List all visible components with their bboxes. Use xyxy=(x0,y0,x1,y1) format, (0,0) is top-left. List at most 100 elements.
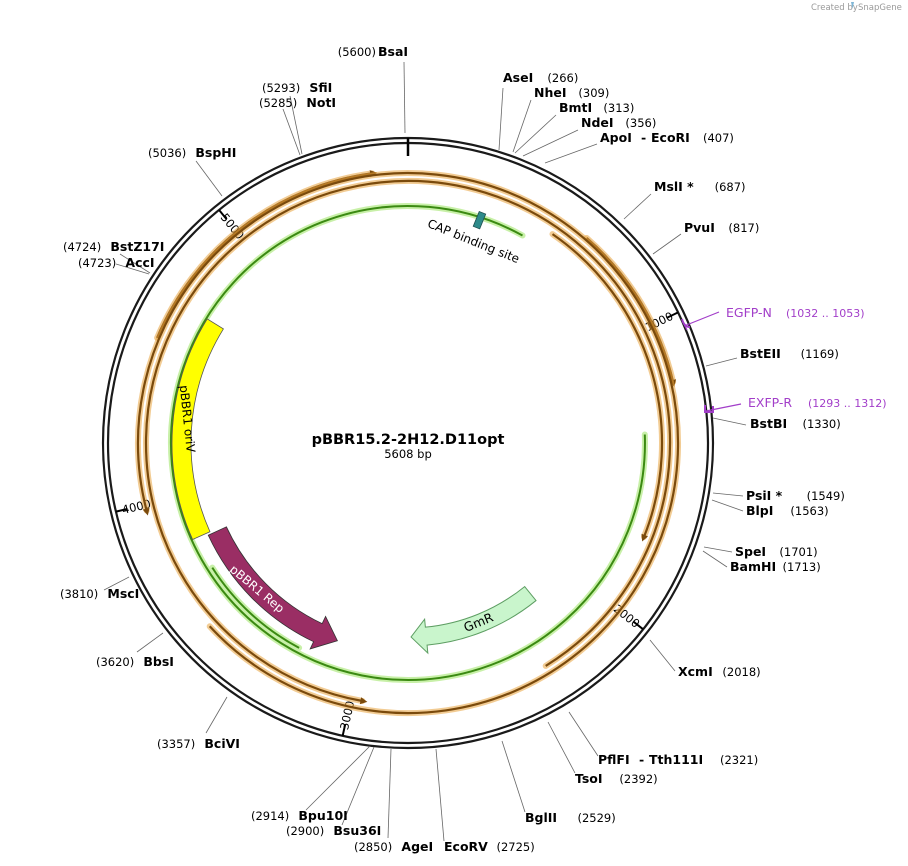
enzyme-pos-asei: (266) xyxy=(547,71,578,85)
leader-bamhi xyxy=(702,550,728,568)
ruler-tick-5000 xyxy=(218,209,228,220)
enzyme-name-bstz17i: BstZ17I xyxy=(110,239,164,254)
enzyme-pos-pvui: (817) xyxy=(728,221,759,235)
enzyme-name-ecori: EcoRI xyxy=(651,130,690,145)
leader-msci xyxy=(103,576,130,591)
enzyme-pos-bsphi: (5036) xyxy=(148,146,186,160)
enzyme-pos-noti: (5285) xyxy=(259,96,297,110)
leader-bstbi xyxy=(712,417,747,426)
orf-arc-right-inner-glow xyxy=(549,231,665,540)
plasmid-name: pBBR15.2-2H12.D11opt xyxy=(312,432,505,448)
leader-spei xyxy=(703,546,733,553)
leader-bsai xyxy=(403,61,406,134)
green-arc-right xyxy=(169,205,646,681)
enzyme-name-bmti: BmtI xyxy=(559,100,592,115)
enzyme-name-bpu10i: Bpu10I xyxy=(298,808,347,823)
orf-arc-bottom-arrowhead xyxy=(359,697,368,705)
gmr-feature-arrow xyxy=(410,585,537,655)
leader-bstz17i xyxy=(119,253,151,274)
enzyme-pos-bcivi: (3357) xyxy=(157,737,195,751)
pbbr1-rep-feature-arrow xyxy=(207,526,338,650)
orf-arc-left xyxy=(136,171,680,715)
pbbr1-oriv-feature xyxy=(171,318,224,541)
leader-bmti xyxy=(514,114,557,154)
leader-xcmi xyxy=(649,639,676,672)
enzyme-name-bcivi: BciVI xyxy=(204,736,240,751)
enzyme-name-blpi: BlpI xyxy=(746,503,773,518)
enzyme-name-bsphi: BspHI xyxy=(195,145,236,160)
enzyme-pos-spei: (1701) xyxy=(779,545,817,559)
ruler-tick-3000 xyxy=(341,723,347,737)
leader-bbsi xyxy=(136,632,164,653)
enzyme-name-msli: MslI * xyxy=(654,179,694,194)
enzyme-pos-bsu36i: (2900) xyxy=(286,824,324,838)
enzyme-pos-blpi: (1563) xyxy=(790,504,828,518)
leader-bsteii xyxy=(705,357,738,367)
cap-binding-site-box xyxy=(472,210,487,230)
leader-asei xyxy=(498,87,504,151)
enzyme-pos-bglii: (2529) xyxy=(578,811,616,825)
enzyme-name-pvui: PvuI xyxy=(684,220,715,235)
enzyme-name-asei: AseI xyxy=(503,70,533,85)
ruler-tick-4000 xyxy=(115,507,128,513)
enzyme-pos-apoi: (407) xyxy=(703,131,734,145)
enzyme-name-noti: NotI xyxy=(306,95,336,110)
primer-egfp-n-mark xyxy=(681,318,691,328)
primer-exfp-r-range: (1293 .. 1312) xyxy=(808,397,887,410)
enzyme-pos-sfii: (5293) xyxy=(262,81,300,95)
enzyme-pos-bstz17i: (4724) xyxy=(63,240,101,254)
enzyme-pos-bamhi: (1713) xyxy=(783,560,821,574)
enzyme-pos-acci: (4723) xyxy=(78,256,116,270)
leader-bsphi xyxy=(195,160,223,197)
leader-apoi xyxy=(544,143,598,164)
enzyme-pos-tsoi: (2392) xyxy=(619,772,657,786)
enzyme-name-acci: AccI xyxy=(125,255,154,270)
enzyme-name-bglii: BglII xyxy=(525,810,557,825)
leader-pflfi xyxy=(568,711,599,757)
leader-bsu36i xyxy=(341,746,375,826)
ruler-tick-1000 xyxy=(666,311,679,319)
green-arc-left-lower xyxy=(211,567,300,649)
primer-exfp-r-leader xyxy=(705,403,742,412)
enzyme-pos-bpu10i: (2914) xyxy=(251,809,289,823)
leader-msli xyxy=(623,193,652,220)
leader-nhei xyxy=(512,99,532,153)
enzyme-pos-bmti: (313) xyxy=(603,101,634,115)
orf-arc-right-outer xyxy=(585,237,675,383)
leader-bcivi xyxy=(205,696,228,734)
leader-agei xyxy=(387,748,392,839)
cap-binding-site-label: CAP binding site xyxy=(426,216,522,266)
enzyme-name-bsu36i: Bsu36I xyxy=(333,823,381,838)
primer-egfp-n-range: (1032 .. 1053) xyxy=(786,307,865,320)
enzyme-name-agei: AgeI xyxy=(401,839,433,854)
orf-arc-right-inner xyxy=(551,233,664,538)
orf-arc-bottom xyxy=(144,179,672,703)
ruler-tick-2000 xyxy=(633,621,644,631)
enzyme-name-tsoi: TsoI xyxy=(575,771,603,786)
credit-brand: SnapGene xyxy=(858,3,902,13)
enzyme-pos-pflfi: (2321) xyxy=(720,753,758,767)
enzyme-name-xcmi: XcmI xyxy=(678,664,713,679)
enzyme-pos-msci: (3810) xyxy=(60,587,98,601)
primer-exfp-r-mark xyxy=(704,405,714,413)
primer-exfp-r-name: EXFP-R xyxy=(748,395,792,410)
leader-noti xyxy=(282,108,301,156)
leader-acci xyxy=(115,263,150,275)
enzyme-name-ndei: NdeI xyxy=(581,115,614,130)
enzyme-pos-ndei: (356) xyxy=(625,116,656,130)
enzyme-name-sfii: SfiI xyxy=(309,80,332,95)
cap-binding-site-feature: CAP binding site xyxy=(426,210,522,266)
leader-ecorv xyxy=(435,748,445,842)
leader-pvui xyxy=(652,233,682,255)
enzyme-name-apoi: ApoI xyxy=(600,130,632,145)
enzyme-name-psii: PsiI * xyxy=(746,488,783,503)
enzyme-pos-nhei: (309) xyxy=(578,86,609,100)
enzyme-name-pflfi: PflFI xyxy=(598,752,630,767)
enzyme-pos-ecorv: (2725) xyxy=(497,840,535,854)
enzyme-pos-xcmi: (2018) xyxy=(722,665,760,679)
enzyme-name-msci: MscI xyxy=(107,586,139,601)
snapgene-logo-icon xyxy=(851,2,854,9)
plasmid-length: 5608 bp xyxy=(384,447,432,461)
enzyme-name-bstbi: BstBI xyxy=(750,416,787,431)
